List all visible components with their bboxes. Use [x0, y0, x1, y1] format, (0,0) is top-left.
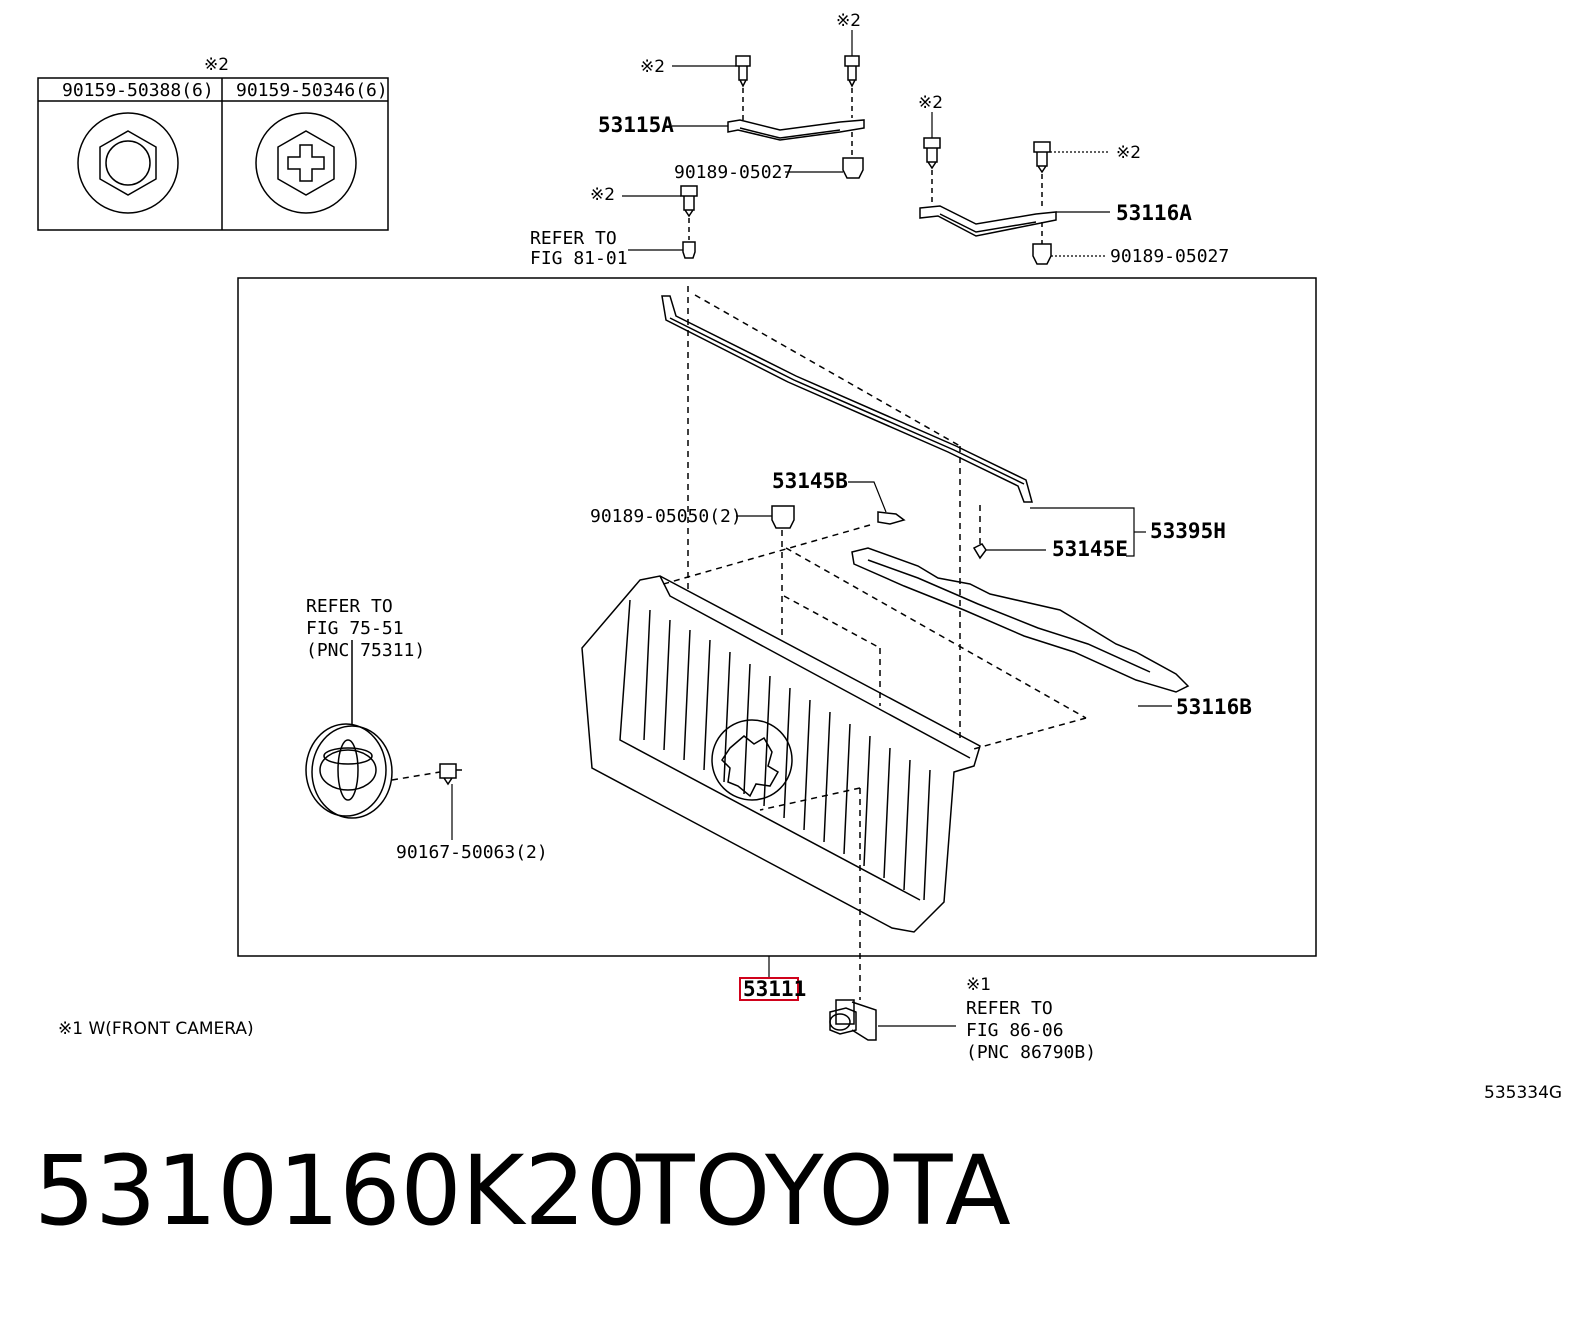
main-frame: [237, 277, 1317, 957]
label-53395h: 53395H: [1150, 519, 1226, 543]
mark-bolt-2: ※2: [836, 11, 861, 31]
bracket-left-drawing: [680, 55, 865, 259]
label-53115a: 53115A: [598, 113, 674, 137]
retainer-drawing: [783, 547, 1190, 751]
mark-bolt-3: ※2: [590, 185, 615, 205]
caption-brand: TOYOTA: [635, 1135, 1011, 1247]
refer-75-line3: (PNC 75311): [306, 640, 425, 661]
label-53116a: 53116A: [1116, 201, 1192, 225]
mark-bolt-4: ※2: [918, 93, 943, 113]
refer-75-line1: REFER TO: [306, 596, 393, 617]
label-clip-05050: 90189-05050(2): [590, 506, 742, 527]
highlight-box-53111: [739, 977, 799, 1001]
camera-drawing: [829, 999, 877, 1041]
emblem-drawing: [305, 640, 462, 819]
footnote: ※1 W(FRONT CAMERA): [58, 1019, 254, 1039]
label-screw-50063: 90167-50063(2): [396, 842, 548, 863]
label-53116b: 53116B: [1176, 695, 1252, 719]
refer-81-line1: REFER TO: [530, 228, 617, 249]
fastener-col2-label: 90159-50346(6): [236, 80, 388, 101]
refer-81-line2: FIG 81-01: [530, 248, 628, 269]
label-53111: 53111: [743, 977, 806, 1001]
label-53145b: 53145B: [772, 469, 848, 493]
figure-code: 535334G: [1484, 1083, 1562, 1103]
bracket-right-drawing: [919, 137, 1057, 265]
caption-part-number: 5310160K20: [34, 1135, 647, 1247]
label-clip-right: 90189-05027: [1110, 246, 1229, 267]
label-clip-left: 90189-05027: [674, 162, 793, 183]
clip-05050-drawing: [771, 505, 795, 529]
refer-75-line2: FIG 75-51: [306, 618, 404, 639]
label-53145e: 53145E: [1052, 537, 1128, 561]
refer-86-line2: FIG 86-06: [966, 1020, 1064, 1041]
refer-86-line3: (PNC 86790B): [966, 1042, 1096, 1063]
grille-drawing: [581, 575, 981, 1000]
fastener-col1-label: 90159-50388(6): [62, 80, 214, 101]
mark-bolt-5: ※2: [1116, 143, 1141, 163]
mark-bolt-1: ※2: [640, 57, 665, 77]
fastener-box-mark: ※2: [204, 55, 229, 75]
fastener-box: [37, 77, 389, 231]
mark-camera: ※1: [966, 975, 991, 995]
seal-strip-drawing: [661, 286, 1033, 740]
refer-86-line1: REFER TO: [966, 998, 1053, 1019]
clip-145b-drawing: [877, 511, 906, 525]
